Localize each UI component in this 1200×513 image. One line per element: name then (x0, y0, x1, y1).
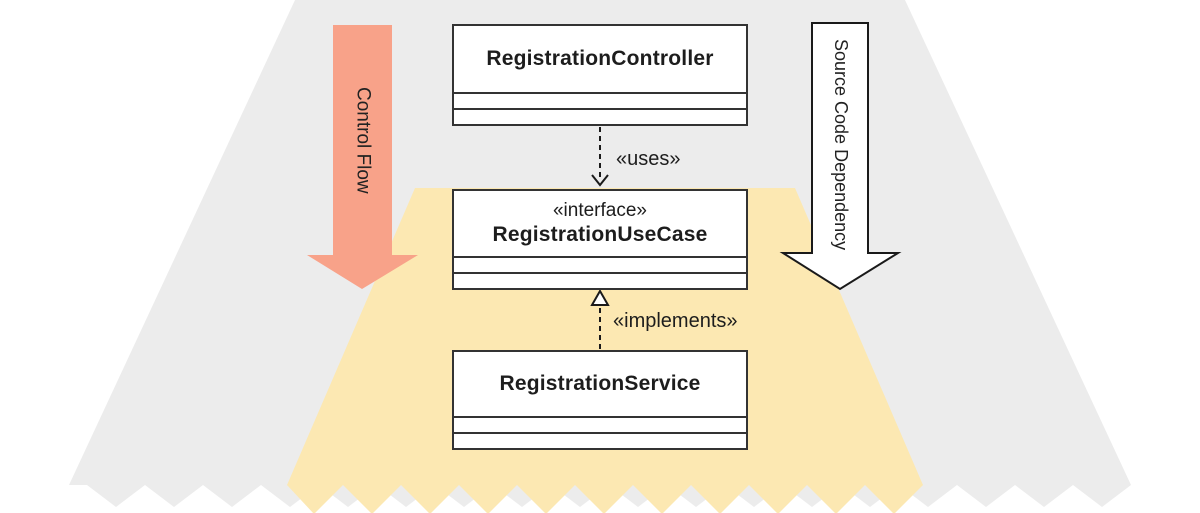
attributes-compartment (454, 416, 746, 432)
uml-class-registration-service: RegistrationService (452, 350, 748, 450)
uses-label: «uses» (616, 148, 681, 170)
uses-connector (591, 127, 609, 187)
implements-label: «implements» (613, 310, 738, 332)
hollow-triangle-arrowhead-icon (590, 288, 610, 306)
implements-connector (590, 288, 610, 349)
methods-compartment (454, 432, 746, 448)
source-code-dependency-arrow (779, 22, 902, 291)
source-code-dependency-label: Source Code Dependency (831, 39, 851, 251)
class-name: RegistrationService (499, 372, 701, 396)
interface-stereotype: «interface» (552, 199, 647, 221)
class-title-compartment: RegistrationController (454, 26, 746, 92)
methods-compartment (454, 272, 746, 288)
uml-class-registration-controller: RegistrationController (452, 24, 748, 126)
attributes-compartment (454, 256, 746, 272)
uml-interface-registration-usecase: «interface» RegistrationUseCase (452, 189, 748, 290)
class-title-compartment: RegistrationService (454, 352, 746, 416)
open-arrowhead-icon (591, 174, 609, 187)
attributes-compartment (454, 92, 746, 108)
control-flow-label: Control Flow (352, 86, 374, 194)
class-title-compartment: «interface» RegistrationUseCase (454, 191, 746, 256)
methods-compartment (454, 108, 746, 124)
control-flow-arrow (307, 25, 418, 289)
class-name: RegistrationUseCase (492, 223, 708, 247)
class-name: RegistrationController (486, 47, 714, 71)
